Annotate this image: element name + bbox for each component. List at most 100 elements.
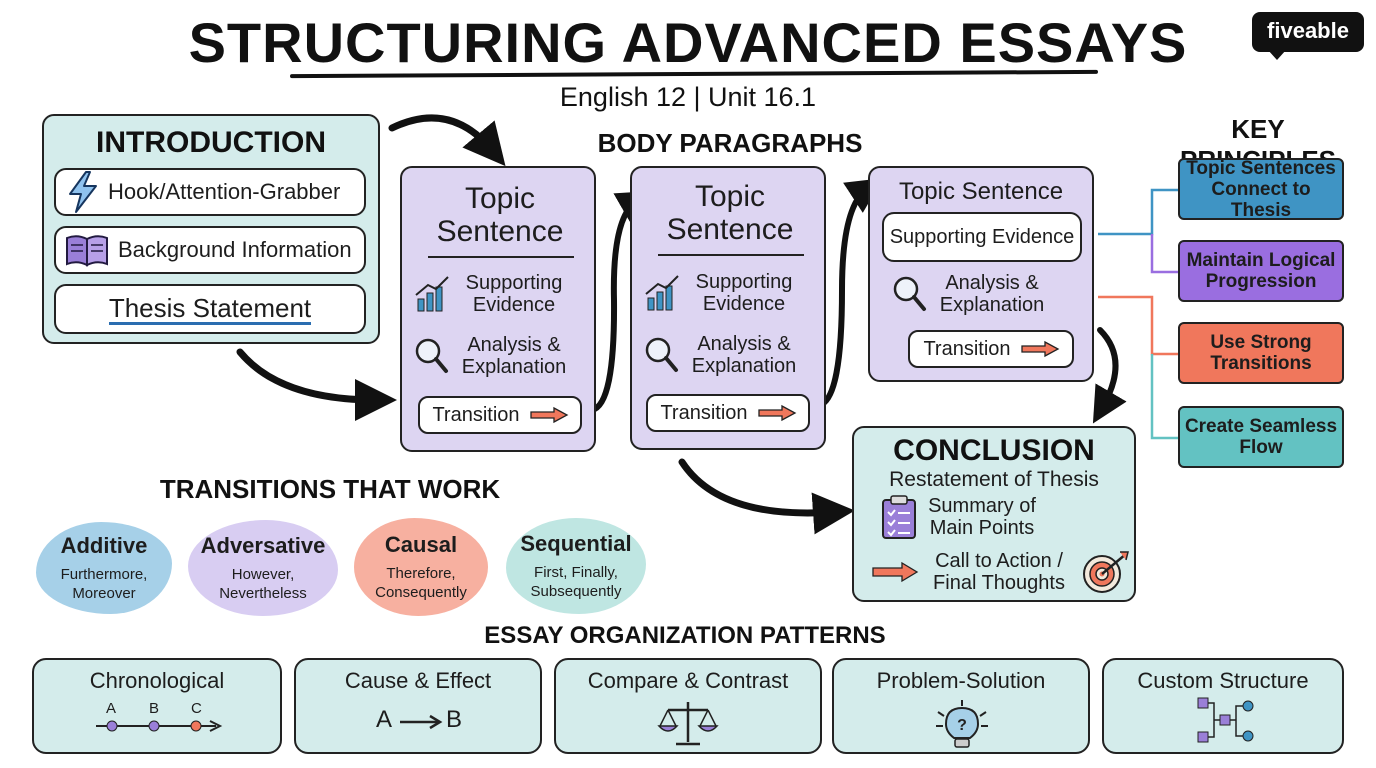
magnifier-icon <box>415 338 448 373</box>
pattern-name: Cause & Effect <box>344 668 492 693</box>
pattern-cause-effect: Cause & Effect A B <box>294 658 542 754</box>
pattern-compare-contrast: Compare & Contrast <box>554 658 822 754</box>
analysis-label: Analysis & Explanation <box>939 272 1045 316</box>
conclusion-title: CONCLUSION <box>893 434 1095 467</box>
fiveable-logo: fiveable <box>1252 12 1364 52</box>
body-paragraph-2: Topic Sentence Supporting Evidence Analy… <box>630 166 826 450</box>
lightning-icon <box>69 171 97 213</box>
arrow-right-icon <box>400 714 443 730</box>
introduction-panel: INTRODUCTION Hook/Attention-Grabber Back… <box>42 114 380 344</box>
kp-connector-blue <box>1098 188 1178 236</box>
arrow-intro-to-body-lower <box>236 348 397 421</box>
key-principle-label: Create Seamless Flow <box>1184 416 1338 458</box>
timeline-label-c: C <box>191 700 202 717</box>
key-principle-2: Maintain Logical Progression <box>1178 240 1344 302</box>
intro-item-label: Hook/Attention-Grabber <box>108 179 341 204</box>
transition-type-examples: Furthermore, Moreover <box>60 566 148 602</box>
page-title: STRUCTURING ADVANCED ESSAYS <box>188 11 1188 74</box>
svg-text:?: ? <box>957 717 967 734</box>
transition-type-name: Causal <box>384 532 458 557</box>
paragraph-analysis: Analysis & Explanation <box>892 272 1050 316</box>
intro-item-background: Background Information <box>54 226 366 274</box>
paragraph-analysis: Analysis & Explanation <box>414 334 572 378</box>
key-principle-label: Use Strong Transitions <box>1210 332 1312 374</box>
introduction-title: INTRODUCTION <box>96 126 326 159</box>
conclusion-call-to-action: Call to Action / Final Thoughts <box>872 550 1132 594</box>
key-principle-1: Topic Sentences Connect to Thesis <box>1178 157 1344 221</box>
paragraph-evidence: Supporting Evidence <box>414 272 568 316</box>
pattern-name: Problem-Solution <box>876 668 1046 693</box>
page-subtitle: English 12 | Unit 16.1 <box>559 82 817 112</box>
timeline-icon <box>96 720 223 732</box>
chart-icon <box>645 275 679 311</box>
pattern-chronological: Chronological A B C <box>32 658 282 754</box>
transition-type-sequential: Sequential First, Finally, Subsequently <box>506 518 646 614</box>
arrow-right-icon <box>872 561 919 583</box>
transition-type-causal: Causal Therefore, Consequently <box>354 518 488 616</box>
key-principle-4: Create Seamless Flow <box>1178 406 1344 468</box>
key-principle-3: Use Strong Transitions <box>1178 322 1344 384</box>
pattern-name: Chronological <box>89 668 225 693</box>
arrow-para2-to-para3 <box>817 178 884 408</box>
arrow-intro-to-body <box>388 114 506 167</box>
timeline-label-b: B <box>149 700 160 717</box>
book-icon <box>66 235 108 267</box>
cause-label: A <box>376 706 393 733</box>
evidence-label: Supporting Evidence <box>889 225 1075 248</box>
target-icon <box>1083 551 1129 593</box>
paragraph-transition: Transition <box>418 396 582 434</box>
magnifier-icon <box>893 276 926 311</box>
key-principle-label: Maintain Logical Progression <box>1186 250 1336 292</box>
evidence-label: Supporting Evidence <box>465 272 563 316</box>
transitions-title: TRANSITIONS THAT WORK <box>159 474 501 504</box>
scales-icon <box>657 702 719 746</box>
body-paragraph-1: Topic Sentence Supporting Evidence Analy… <box>400 166 596 452</box>
intro-item-thesis: Thesis Statement <box>54 284 366 334</box>
paragraph-analysis: Analysis & Explanation <box>644 333 802 377</box>
transition-type-examples: However, Nevertheless <box>219 566 307 602</box>
analysis-label: Analysis & Explanation <box>691 333 797 377</box>
transition-type-name: Sequential <box>520 531 632 556</box>
transition-type-additive: Additive Furthermore, Moreover <box>36 522 172 614</box>
analysis-label: Analysis & Explanation <box>461 334 567 378</box>
clipboard-icon <box>882 495 916 539</box>
body-paragraphs-title: BODY PARAGRAPHS <box>597 128 863 158</box>
arrow-para3-to-conclusion <box>1092 327 1127 424</box>
intro-item-label: Background Information <box>118 237 352 262</box>
arrow-body-to-conclusion <box>678 458 855 535</box>
kp-connector-teal <box>1150 354 1178 440</box>
transition-type-name: Additive <box>60 533 148 558</box>
summary-label: Summary of Main Points <box>928 495 1036 539</box>
transition-type-examples: First, Finally, Subsequently <box>530 564 622 600</box>
pattern-name: Custom Structure <box>1137 668 1309 693</box>
patterns-title: ESSAY ORGANIZATION PATTERNS <box>484 622 886 649</box>
magnifier-icon <box>645 337 678 372</box>
pattern-name: Compare & Contrast <box>587 668 789 693</box>
call-label: Call to Action / Final Thoughts <box>933 550 1065 594</box>
conclusion-summary: Summary of Main Points <box>880 494 1038 540</box>
paragraph-transition: Transition <box>908 330 1074 368</box>
transition-type-examples: Therefore, Consequently <box>375 565 467 601</box>
intro-item-hook: Hook/Attention-Grabber <box>54 168 366 216</box>
transition-label: Transition <box>432 403 520 426</box>
effect-label: B <box>446 706 463 733</box>
arrow-para1-to-para2 <box>589 190 654 413</box>
chart-icon <box>415 276 449 312</box>
flowchart-icon <box>1197 697 1254 743</box>
kp-connector-purple <box>1150 234 1178 274</box>
key-principle-label: Topic Sentences Connect to Thesis <box>1186 157 1336 221</box>
transition-label: Transition <box>923 337 1011 360</box>
arrow-right-icon <box>1020 340 1059 358</box>
transition-label: Transition <box>660 401 748 424</box>
pattern-custom-structure: Custom Structure <box>1102 658 1344 754</box>
paragraph-evidence: Supporting Evidence <box>882 212 1082 262</box>
body-paragraph-3: Topic Sentence Supporting Evidence Analy… <box>868 166 1094 382</box>
topic-underline <box>428 256 574 258</box>
arrow-right-icon <box>529 406 568 424</box>
evidence-label: Supporting Evidence <box>695 271 793 315</box>
paragraph-topic-sentence: Topic Sentence <box>436 182 564 248</box>
conclusion-restatement: Restatement of Thesis <box>889 468 1099 491</box>
paragraph-evidence: Supporting Evidence <box>644 271 798 315</box>
paragraph-transition: Transition <box>646 394 810 432</box>
